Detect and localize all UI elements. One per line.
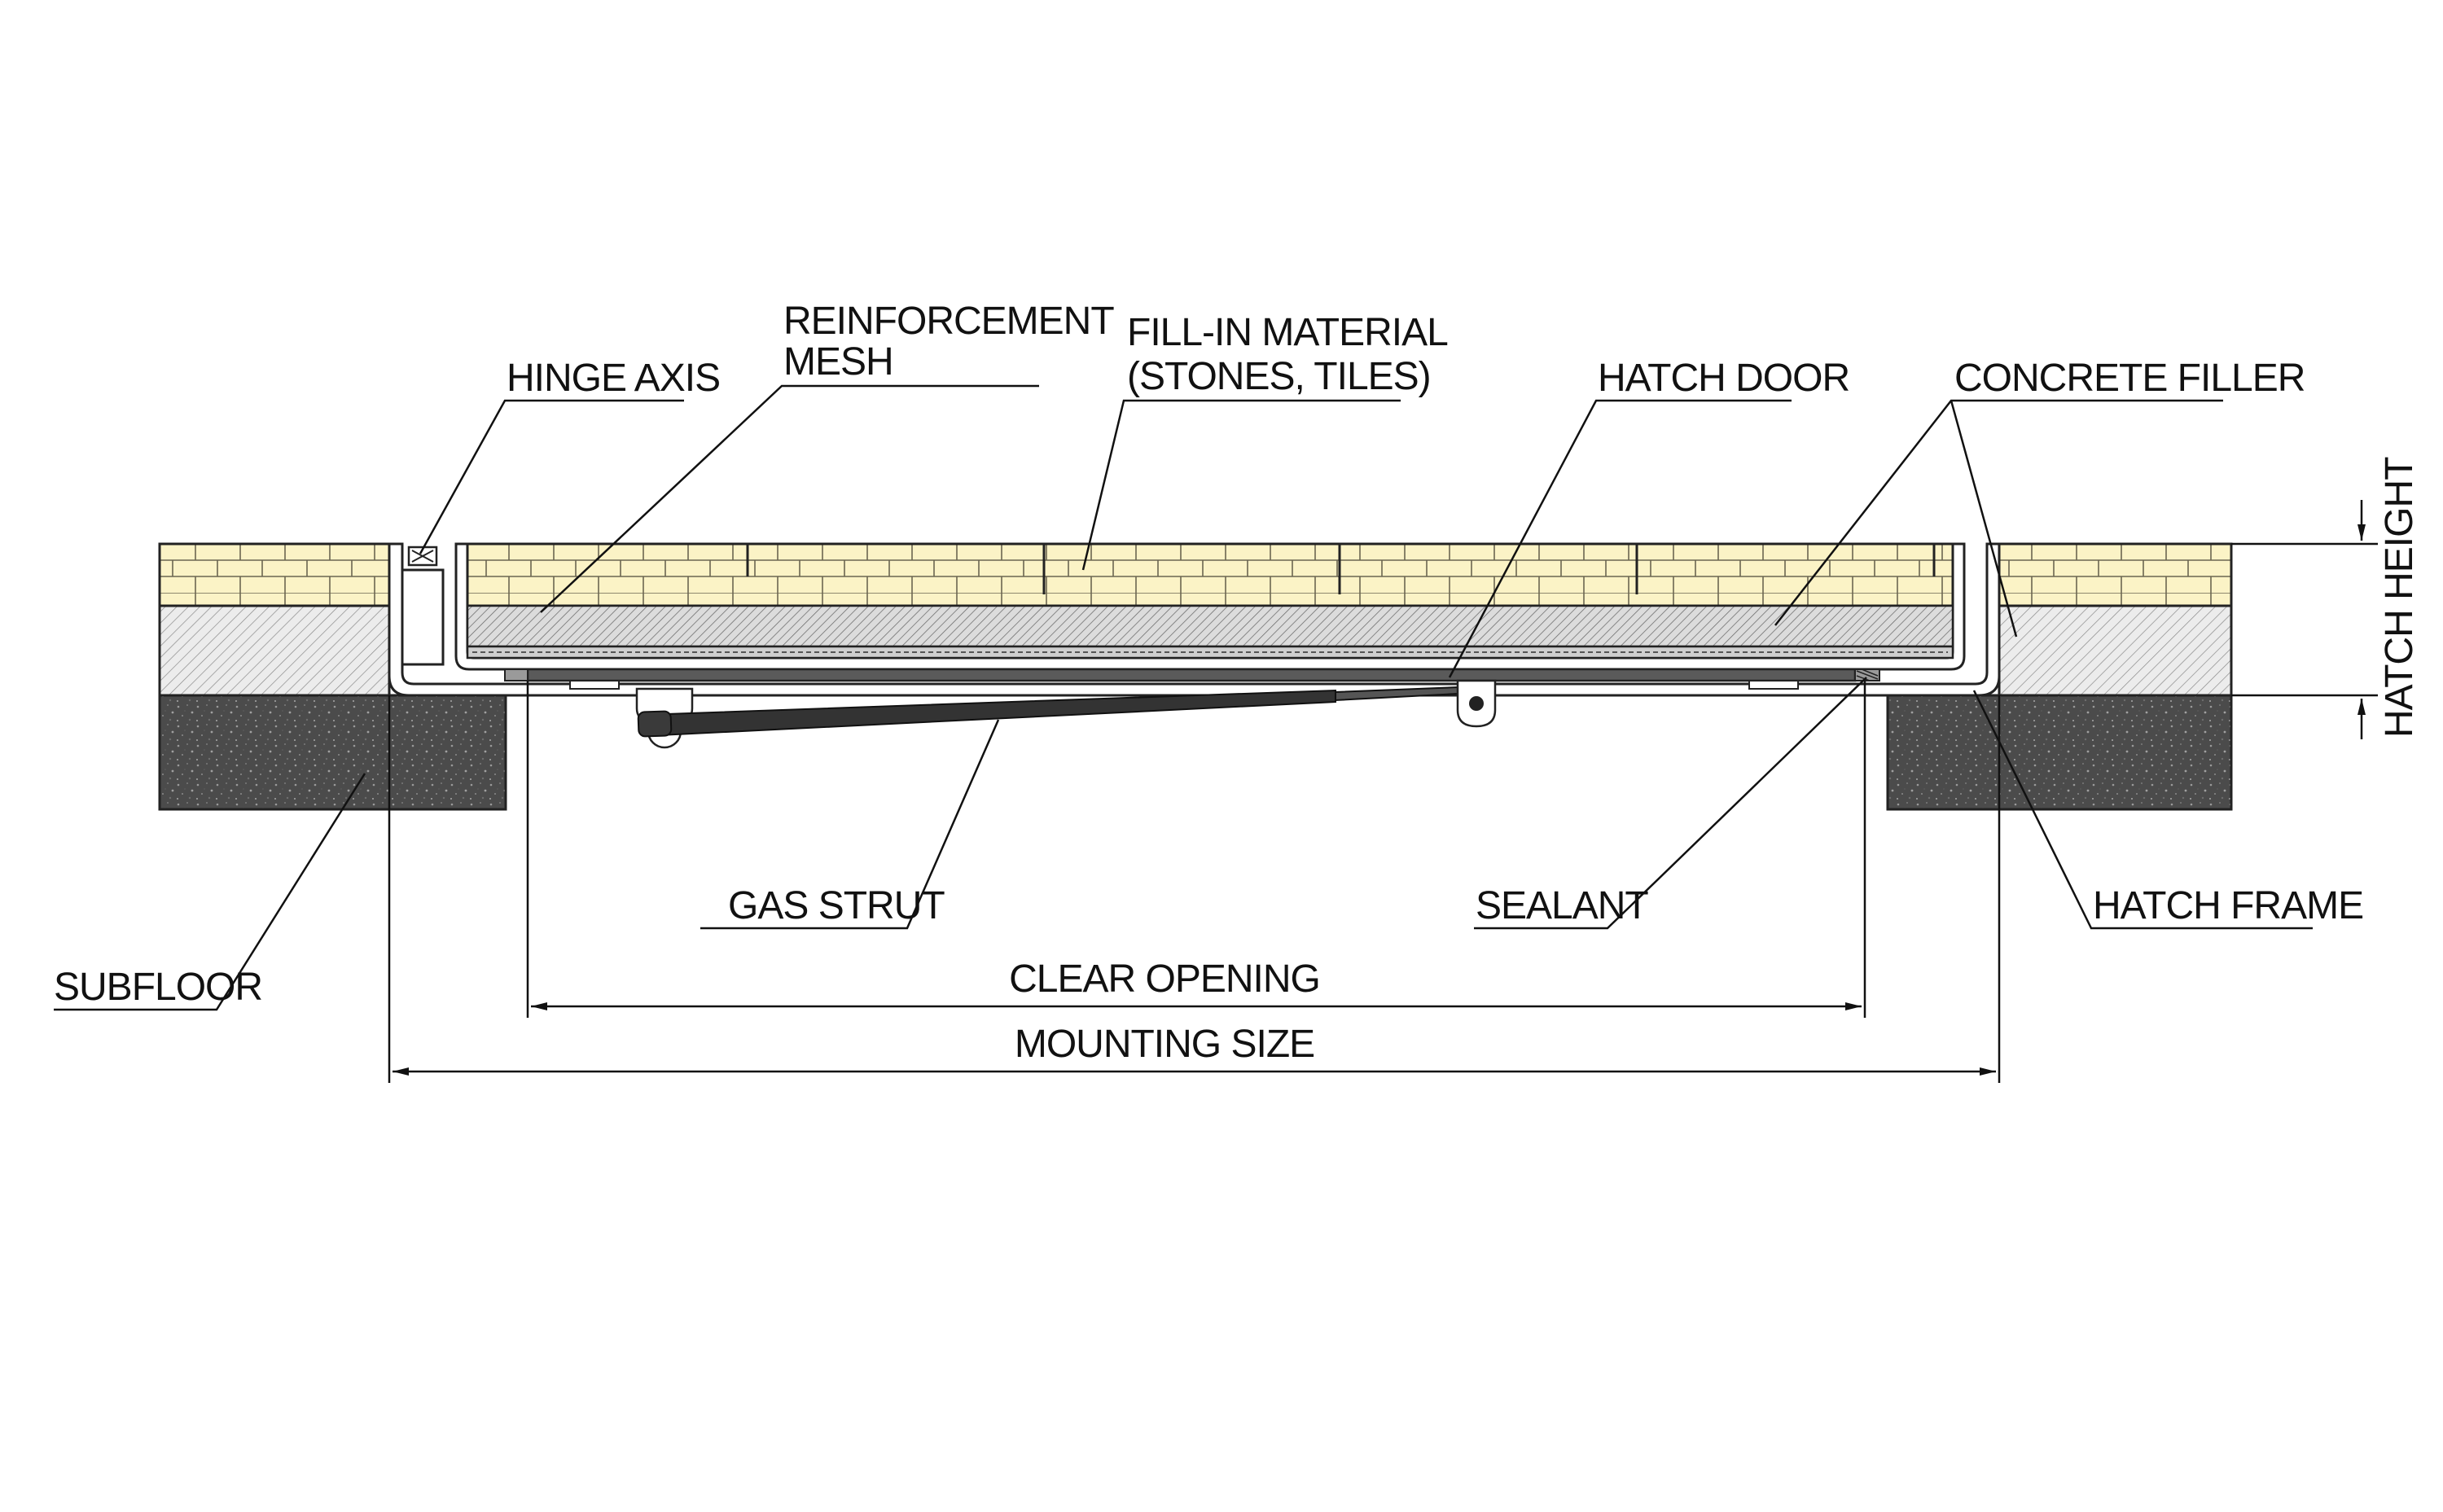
label-fill-in-material-line1: FILL-IN MATERIAL <box>1127 311 1448 354</box>
label-fill-in-material-line2: (STONES, TILES) <box>1127 355 1431 398</box>
label-concrete-filler: CONCRETE FILLER <box>1954 357 2305 400</box>
sealant-left <box>504 668 529 681</box>
subfloor-left <box>158 694 507 811</box>
right-tile-layer <box>1998 542 2233 607</box>
left-concrete-layer <box>158 604 391 697</box>
sealant-hatch-mark <box>1856 668 1879 681</box>
left-tile-layer <box>158 542 391 607</box>
label-reinforcement-mesh-line1: REINFORCEMENT <box>783 300 1114 343</box>
bracket-left <box>569 680 620 690</box>
bracket-right <box>1748 680 1799 690</box>
label-clear-opening: CLEAR OPENING <box>1009 958 1320 1001</box>
label-hatch-height: HATCH HEIGHT <box>2378 457 2421 738</box>
subfloor-right <box>1886 694 2233 811</box>
gas-strut <box>635 679 1497 749</box>
dimension-lines <box>388 500 2378 1083</box>
right-concrete-layer <box>1998 604 2233 697</box>
label-subfloor: SUBFLOOR <box>54 966 262 1009</box>
door-tile-layer <box>466 542 1954 607</box>
label-sealant: SEALANT <box>1476 884 1648 927</box>
hatch-frame <box>388 542 2001 697</box>
door-concrete-filler <box>466 604 1954 648</box>
label-hinge-axis: HINGE AXIS <box>507 357 720 400</box>
leader-lines <box>54 384 2313 1011</box>
label-reinforcement-mesh-line2: MESH <box>783 340 893 383</box>
hinge-axis-mark <box>411 550 434 563</box>
label-gas-strut: GAS STRUT <box>728 884 945 927</box>
tile-anchors <box>746 544 1936 594</box>
hinge-axis-block <box>401 568 445 666</box>
hatch-door-plate <box>526 668 1857 682</box>
label-mounting-size: MOUNTING SIZE <box>1015 1023 1314 1066</box>
label-hatch-door: HATCH DOOR <box>1598 357 1849 400</box>
label-hatch-frame: HATCH FRAME <box>2093 884 2363 927</box>
